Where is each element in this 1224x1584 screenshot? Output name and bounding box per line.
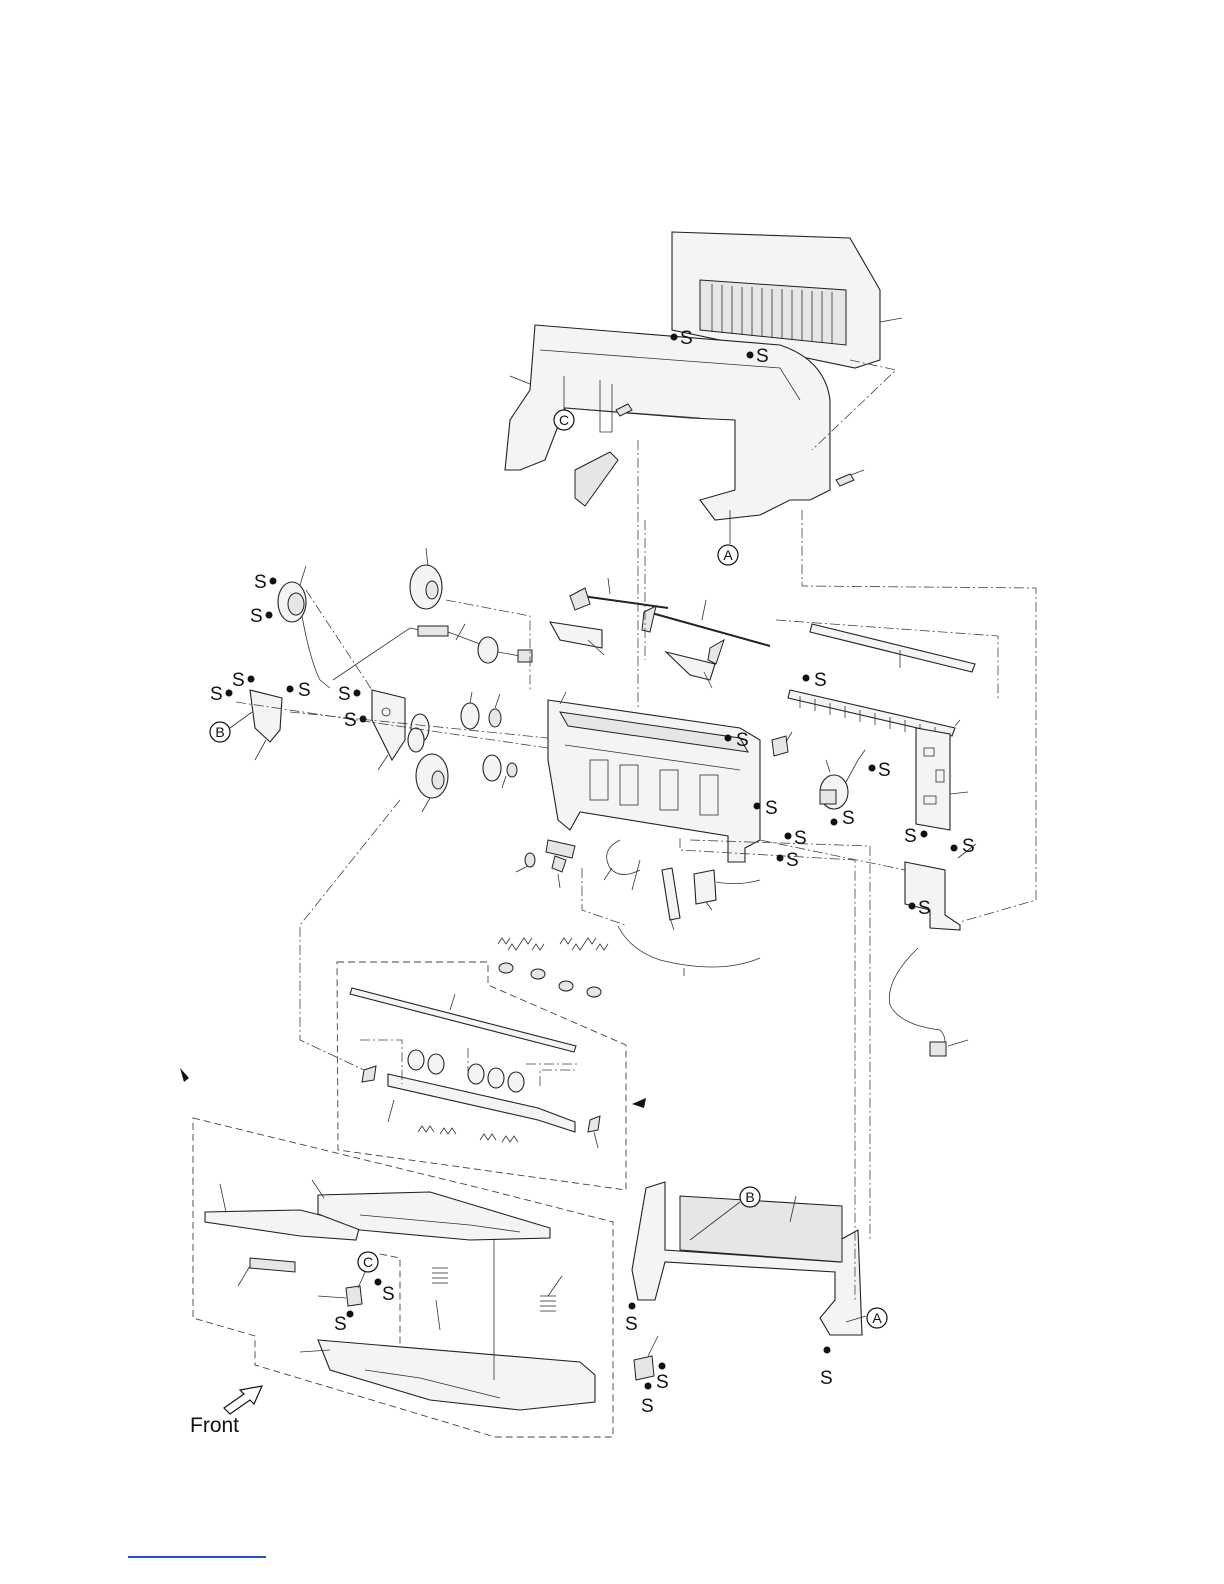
screw-marker: S [210,684,233,705]
gear-small-pair [408,714,429,752]
upper-shafts [550,578,770,688]
svg-text:S: S [820,1368,833,1389]
svg-text:S: S [344,710,357,731]
front-direction-arrow-icon [224,1386,262,1414]
sensor-cluster [516,840,640,890]
gear-large-top [410,548,442,609]
svg-text:S: S [904,826,917,847]
screw-marker: S [287,680,311,701]
screw-marker: S [831,808,855,829]
triangle-pointer-icon [180,1068,189,1082]
stepper-motor-right [820,750,865,809]
cable-assembly-left [333,624,532,680]
screw-marker: S [334,1311,354,1336]
svg-text:S: S [680,328,693,349]
svg-text:A: A [872,1310,882,1326]
triangle-pointer-icon [632,1098,646,1108]
screw-marker: S [254,572,277,593]
screw-marker: S [820,1347,833,1390]
svg-text:S: S [765,798,778,819]
screw-marker: S [803,670,827,691]
svg-text:S: S [382,1284,395,1305]
svg-text:S: S [842,808,855,829]
svg-text:A: A [723,547,733,563]
svg-text:S: S [786,850,799,871]
screw-marker: S [656,1363,669,1394]
screw-marker: S [777,850,799,871]
bracket-left [250,690,282,760]
screw-marker: S [869,760,891,781]
lever-arm [662,868,680,930]
screw-marker: S [375,1279,395,1306]
roller-upper-right [810,624,975,672]
front-label: Front [190,1414,239,1437]
svg-text:S: S [794,828,807,849]
screw-marker: S [904,826,928,847]
bushing-1 [489,694,501,727]
screw-marker: S [641,1383,654,1418]
svg-text:S: S [814,670,827,691]
svg-text:S: S [338,684,351,705]
svg-text:S: S [656,1372,669,1393]
footer-link-underline[interactable] [128,1556,266,1558]
svg-text:C: C [559,412,569,428]
screw-marker: S [785,828,807,849]
svg-text:S: S [736,730,749,751]
svg-text:S: S [641,1396,654,1417]
screw-marker: S [232,670,255,691]
connector-marker-b-left: B [210,712,252,742]
svg-text:S: S [254,572,267,593]
svg-text:S: S [298,680,311,701]
feed-roller-subassembly [337,962,626,1190]
svg-text:S: S [878,760,891,781]
drive-motor [278,566,330,688]
right-cable [889,948,968,1056]
svg-text:S: S [756,346,769,367]
gear-medium-2 [483,755,517,788]
svg-text:B: B [215,724,224,740]
screw-marker: S [250,606,273,627]
solenoid [694,870,760,910]
screw-marker: S [338,684,361,705]
small-switch [772,732,792,756]
screw-marker: S [625,1303,638,1336]
screw-marker: S [951,836,975,857]
svg-text:S: S [625,1314,638,1335]
screw-marker: S [344,710,367,731]
svg-text:S: S [250,606,263,627]
svg-text:S: S [962,836,975,857]
svg-text:B: B [745,1189,754,1205]
side-plate-left [372,690,405,770]
gear-large-bottom [416,754,448,812]
gear-medium-1 [461,692,479,729]
spring-roller-sets [498,926,760,997]
svg-text:C: C [363,1254,373,1270]
control-board [916,728,968,830]
svg-text:S: S [210,684,223,705]
svg-text:S: S [334,1314,347,1335]
main-frame [548,692,760,862]
svg-text:S: S [232,670,245,691]
svg-text:S: S [918,898,931,919]
paper-tray-subassembly [193,1118,658,1437]
